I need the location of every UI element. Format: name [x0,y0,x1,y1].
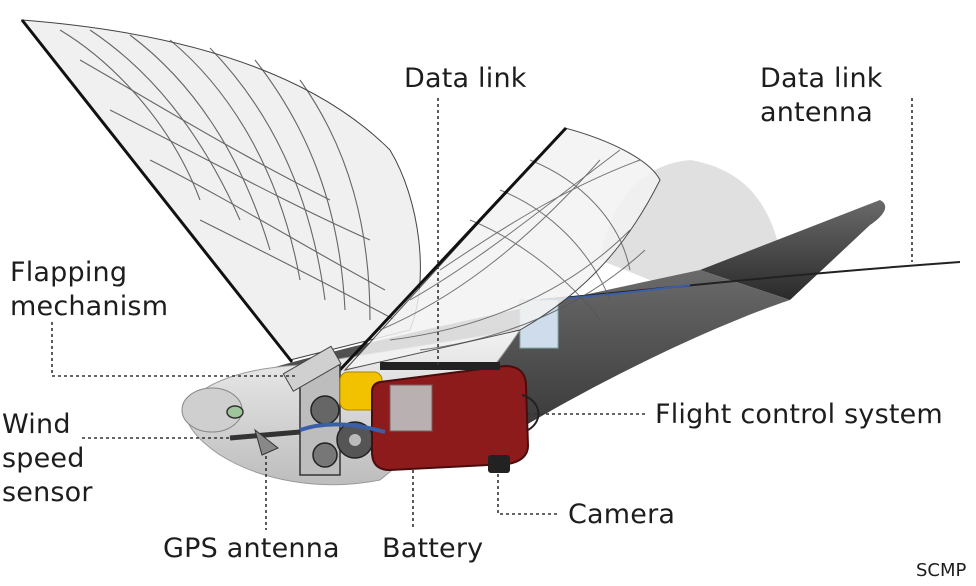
leader-lines [51,98,913,530]
right-wing-spar [336,126,568,374]
right-wing [343,127,661,371]
flapping-mechanism [282,345,374,476]
label-data-link-antenna: Data link antenna [760,63,883,128]
leader-flapping-mechanism [51,322,298,377]
leader-camera [497,474,560,515]
wind-speed-sensor [229,429,301,441]
blue-cable [299,422,386,434]
right-wing-feathers [379,149,646,351]
camera [488,455,510,473]
label-camera: Camera [568,499,676,530]
label-battery: Battery [382,533,484,564]
label-flight-control-system: Flight control system [655,399,943,430]
left-wing-feathers [59,29,396,321]
data-link-board [380,362,500,370]
flight-control-label-plate [389,384,433,432]
control-wires [521,394,540,431]
label-wind-speed-sensor: Wind speed sensor [2,409,93,508]
label-data-link: Data link [404,63,527,94]
label-flapping-mechanism: Flapping mechanism [10,257,169,322]
wind-sensor-tip [226,405,244,419]
gps-antenna [254,428,279,456]
left-wing-spar [20,19,294,363]
credit-scmp: SCMP [916,560,967,581]
tail [700,200,886,300]
label-gps-antenna: GPS antenna [163,533,340,564]
